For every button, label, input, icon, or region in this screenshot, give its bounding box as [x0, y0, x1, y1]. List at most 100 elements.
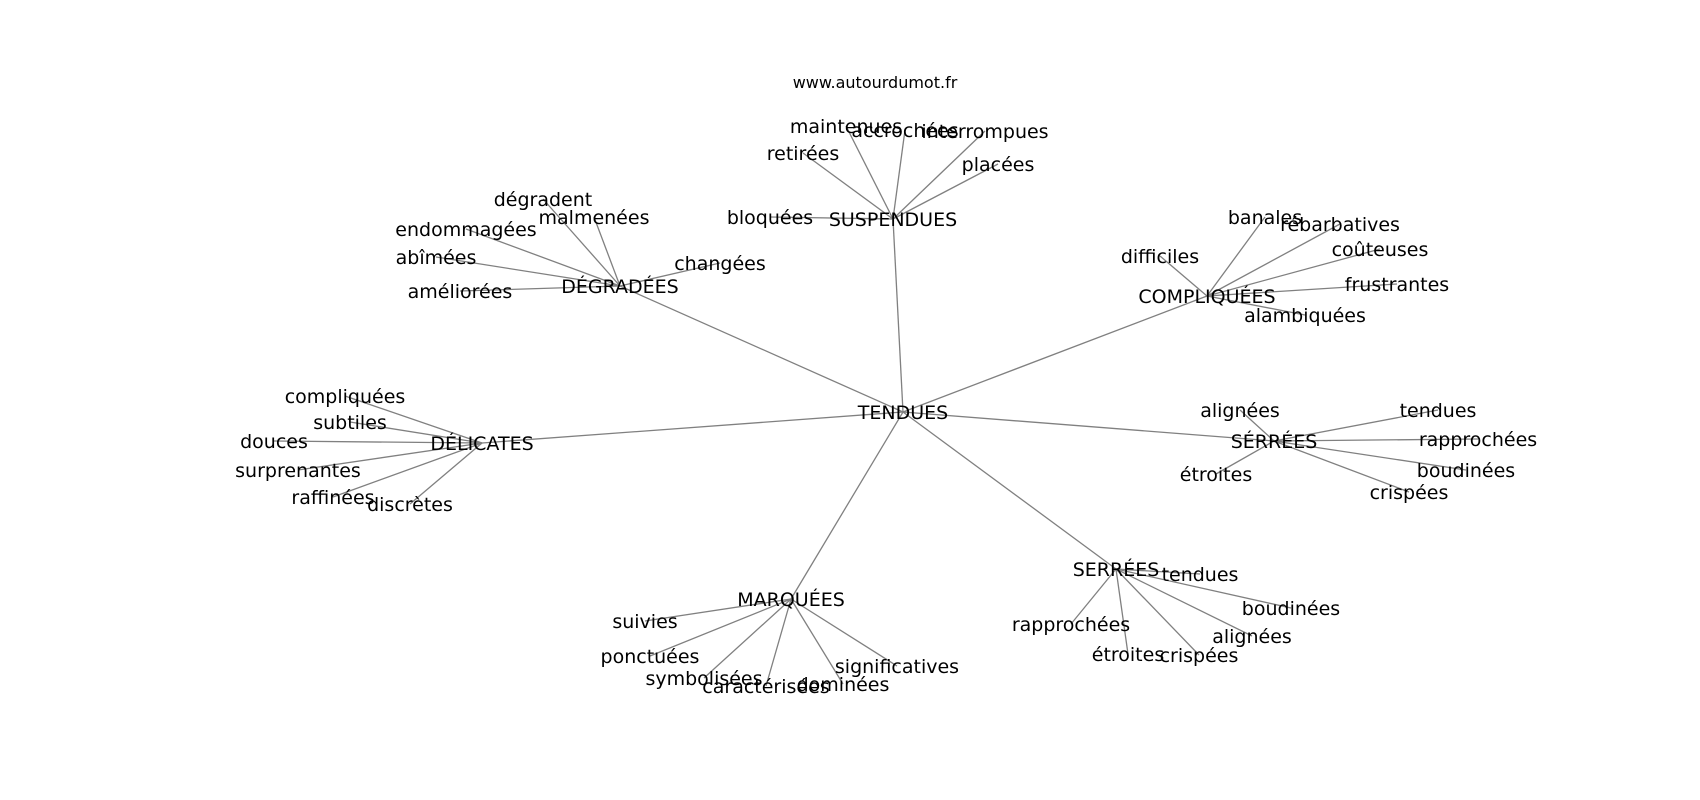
- edge-hub-leaf: [1206, 248, 1381, 297]
- leaf-node[interactable]: endommagées: [395, 219, 536, 241]
- leaf-node[interactable]: raffinées: [291, 487, 374, 509]
- leaf-node[interactable]: étroites: [1092, 644, 1164, 666]
- edge-hub-leaf: [332, 442, 483, 498]
- leaf-node[interactable]: interrompues: [921, 121, 1048, 143]
- edge-hub-leaf: [297, 442, 483, 471]
- source-link[interactable]: www.autourdumot.fr: [793, 73, 958, 92]
- leaf-node[interactable]: alambiquées: [1244, 305, 1366, 327]
- edge-hub-leaf: [1115, 568, 1200, 656]
- edge-center-hub: [892, 218, 904, 413]
- edge-hub-leaf: [1206, 223, 1341, 297]
- edge-hub-leaf: [1115, 568, 1201, 575]
- edge-hub-leaf: [644, 598, 792, 622]
- graph-labels: www.autourdumot.fr TENDUES SUSPENDUES bloq…: [235, 73, 1537, 698]
- leaf-node[interactable]: banales: [1228, 207, 1302, 229]
- edge-center-hub: [481, 411, 904, 444]
- edge-hub-leaf: [435, 256, 621, 287]
- leaf-node[interactable]: symbolisées: [645, 668, 762, 690]
- edge-hub-leaf: [649, 598, 792, 657]
- edge-center-hub: [902, 411, 1275, 442]
- leaf-node[interactable]: frustrantes: [1345, 274, 1449, 296]
- edge-hub-leaf: [703, 598, 792, 679]
- graph-edges: [273, 125, 1479, 687]
- edge-hub-leaf: [1115, 568, 1292, 609]
- leaf-node[interactable]: rébarbatives: [1280, 214, 1400, 236]
- leaf-node[interactable]: changées: [674, 253, 766, 275]
- edge-hub-leaf: [1206, 295, 1306, 316]
- leaf-node[interactable]: caractérisées: [702, 676, 829, 698]
- leaf-node[interactable]: subtiles: [313, 412, 387, 434]
- leaf-node[interactable]: placées: [962, 154, 1035, 176]
- leaf-node[interactable]: douces: [240, 431, 308, 453]
- edge-hub-leaf: [542, 198, 621, 287]
- edge-hub-leaf: [790, 598, 898, 667]
- edge-hub-leaf: [1273, 440, 1467, 471]
- edge-hub-leaf: [349, 421, 483, 444]
- leaf-node[interactable]: alignées: [1200, 400, 1280, 422]
- leaf-node[interactable]: alignées: [1212, 626, 1292, 648]
- edge-hub-leaf: [1215, 440, 1275, 475]
- hub-node[interactable]: SERRÉES: [1073, 558, 1160, 581]
- leaf-node[interactable]: bloquées: [727, 207, 813, 229]
- leaf-node[interactable]: malmenées: [539, 207, 650, 229]
- edge-hub-leaf: [1206, 216, 1266, 297]
- leaf-node[interactable]: compliquées: [285, 386, 406, 408]
- leaf-node[interactable]: boudinées: [1417, 460, 1515, 482]
- edge-hub-leaf: [765, 598, 792, 687]
- edge-hub-leaf: [769, 216, 894, 220]
- edge-hub-leaf: [459, 285, 621, 292]
- edge-center-hub: [902, 411, 1117, 570]
- edge-hub-leaf: [273, 440, 483, 444]
- hub-node[interactable]: COMPLIQUÉES: [1138, 285, 1275, 308]
- leaf-node[interactable]: rapprochées: [1419, 429, 1537, 451]
- edge-hub-leaf: [892, 130, 986, 220]
- leaf-node[interactable]: étroites: [1180, 464, 1252, 486]
- edge-center-hub: [619, 285, 904, 413]
- center-node[interactable]: TENDUES: [857, 402, 948, 424]
- leaf-node[interactable]: dégradent: [494, 189, 593, 211]
- leaf-node[interactable]: maintenues: [790, 116, 902, 138]
- leaf-node[interactable]: boudinées: [1242, 598, 1340, 620]
- hub-node[interactable]: DÉLICATES: [430, 432, 533, 455]
- edge-hub-leaf: [1239, 409, 1275, 442]
- leaf-node[interactable]: accrochées: [851, 120, 958, 142]
- edge-hub-leaf: [892, 129, 906, 220]
- leaf-node[interactable]: ponctuées: [601, 646, 700, 668]
- leaf-node[interactable]: suivies: [612, 611, 677, 633]
- edge-hub-leaf: [1273, 440, 1410, 493]
- edge-hub-leaf: [344, 395, 483, 444]
- edge-hub-leaf: [1273, 409, 1439, 442]
- edge-hub-leaf: [1070, 568, 1117, 625]
- edge-hub-leaf: [1159, 255, 1208, 297]
- leaf-node[interactable]: crispées: [1160, 645, 1239, 667]
- edge-hub-leaf: [593, 216, 621, 287]
- edge-hub-leaf: [1115, 568, 1253, 637]
- edge-hub-leaf: [790, 598, 844, 685]
- leaf-node[interactable]: améliorées: [408, 281, 513, 303]
- leaf-node[interactable]: crispées: [1370, 482, 1449, 504]
- leaf-node[interactable]: coûteuses: [1332, 239, 1429, 261]
- edge-hub-leaf: [1206, 283, 1398, 297]
- edge-hub-leaf: [619, 262, 721, 287]
- edge-center-hub: [790, 411, 904, 600]
- leaf-node[interactable]: difficiles: [1121, 246, 1199, 268]
- edge-hub-leaf: [1273, 438, 1479, 442]
- hub-node[interactable]: MARQUÉES: [737, 588, 845, 611]
- leaf-node[interactable]: significatives: [835, 656, 959, 678]
- hub-node[interactable]: SÉRRÉES: [1231, 430, 1318, 453]
- edge-center-hub: [902, 295, 1208, 413]
- leaf-node[interactable]: dominées: [797, 674, 890, 696]
- leaf-node[interactable]: discrètes: [367, 494, 453, 516]
- leaf-node[interactable]: tendues: [1162, 564, 1239, 586]
- hub-node[interactable]: DÉGRADÉES: [561, 275, 679, 298]
- hub-node[interactable]: SUSPENDUES: [829, 209, 957, 231]
- edge-hub-leaf: [845, 125, 894, 220]
- leaf-node[interactable]: tendues: [1400, 400, 1477, 422]
- leaf-node[interactable]: retirées: [767, 143, 839, 165]
- edge-hub-leaf: [465, 228, 621, 287]
- edge-hub-leaf: [1115, 568, 1129, 655]
- leaf-node[interactable]: rapprochées: [1012, 614, 1130, 636]
- leaf-node[interactable]: abîmées: [396, 247, 477, 269]
- leaf-node[interactable]: surprenantes: [235, 460, 361, 482]
